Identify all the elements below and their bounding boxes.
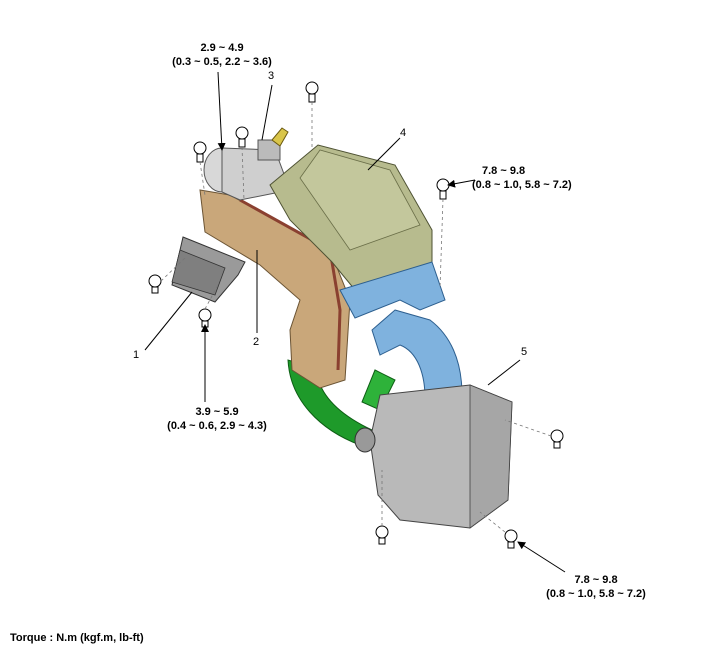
- callout-4: 4: [400, 127, 407, 139]
- bolt-icon: [375, 525, 389, 545]
- bolt-icon: [550, 429, 564, 449]
- callout-1: 1: [133, 349, 140, 361]
- bolt-icon: [198, 308, 212, 328]
- torque-label-right: 7.8 ~ 9.8 (0.8 ~ 1.0, 5.8 ~ 7.2): [472, 164, 632, 192]
- torque-alt-value: (0.3 ~ 0.5, 2.2 ~ 3.6): [172, 56, 272, 68]
- torque-label-top: 2.9 ~ 4.9 (0.3 ~ 0.5, 2.2 ~ 3.6): [142, 41, 302, 69]
- leader-lines: [144, 71, 566, 573]
- install-lines: [160, 102, 552, 533]
- callout-2: 2: [253, 336, 260, 348]
- bracket-plate: [171, 249, 226, 296]
- tan-duct-rim: [239, 198, 342, 371]
- bolt-icon: [193, 141, 207, 163]
- sensor-plug: [271, 127, 289, 147]
- resonator-port: [354, 427, 376, 453]
- sensor-body: [257, 139, 281, 161]
- torque-label-left-bottom: 3.9 ~ 5.9 (0.4 ~ 0.6, 2.9 ~ 4.3): [142, 405, 292, 433]
- torque-value: 2.9 ~ 4.9: [200, 42, 244, 54]
- torque-value: 3.9 ~ 5.9: [195, 406, 239, 418]
- torque-alt-value: (0.8 ~ 1.0, 5.8 ~ 7.2): [546, 588, 646, 600]
- resonator-face: [469, 384, 513, 529]
- torque-alt-value: (0.8 ~ 1.0, 5.8 ~ 7.2): [472, 179, 572, 191]
- callout-3: 3: [268, 70, 275, 82]
- torque-unit-footer: Torque : N.m (kgf.m, lb-ft): [10, 632, 144, 644]
- torque-value: 7.8 ~ 9.8: [574, 574, 618, 586]
- torque-value: 7.8 ~ 9.8: [482, 165, 526, 177]
- torque-alt-value: (0.4 ~ 0.6, 2.9 ~ 4.3): [167, 420, 267, 432]
- housing-top: [299, 149, 421, 251]
- callout-5: 5: [521, 346, 528, 358]
- bolt-icon: [504, 529, 518, 549]
- bolt-icon: [436, 178, 450, 200]
- bolt-icon: [148, 274, 162, 294]
- blue-lower-housing: [339, 261, 446, 319]
- bolt-icon: [235, 126, 249, 148]
- bolt-icon: [305, 81, 319, 103]
- torque-label-right-bottom: 7.8 ~ 9.8 (0.8 ~ 1.0, 5.8 ~ 7.2): [516, 573, 676, 601]
